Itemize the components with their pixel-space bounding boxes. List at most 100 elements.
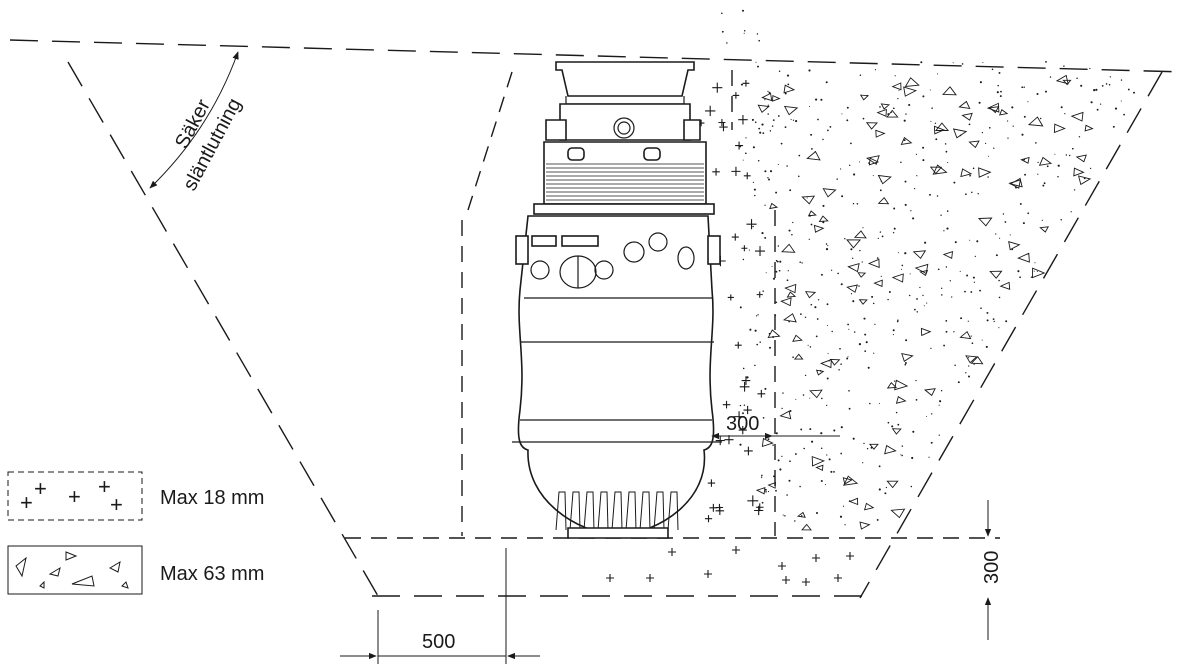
fill-dot <box>772 277 776 280</box>
legend-label-coarse: Max 63 mm <box>160 563 264 585</box>
fill-dot <box>977 193 979 195</box>
fill-dot <box>903 139 906 142</box>
fill-dot <box>869 402 871 405</box>
body-port-2-icon <box>648 232 668 252</box>
fill-dot <box>878 488 881 491</box>
fill-dot <box>930 413 933 415</box>
stone-triangle <box>1053 123 1066 134</box>
fill-dot <box>944 143 947 145</box>
fill-dot <box>839 515 843 518</box>
stone-triangle <box>1055 74 1069 85</box>
fill-dot <box>1022 222 1025 225</box>
fill-dot <box>991 68 994 71</box>
fill-dot <box>979 289 982 292</box>
stone-triangle <box>952 128 968 139</box>
stone-triangle <box>818 215 829 223</box>
fill-dot <box>777 115 780 117</box>
fill-dot <box>970 291 973 293</box>
fill-dot <box>954 241 957 244</box>
fill-dot <box>953 331 955 333</box>
fill-dot <box>802 394 805 396</box>
gravel-plus <box>735 141 744 150</box>
side-clearance-dimension: 300 <box>711 413 840 440</box>
fill-dot <box>811 440 814 443</box>
fill-dot <box>780 142 783 145</box>
stone-triangle <box>886 381 898 389</box>
stone-triangle <box>880 103 891 110</box>
fill-dot <box>799 485 801 488</box>
fill-dot <box>777 245 780 247</box>
fill-dot <box>742 412 744 415</box>
fill-dot <box>825 248 829 251</box>
fill-dot <box>820 432 823 435</box>
fill-dot <box>775 270 778 273</box>
fill-dot <box>868 162 870 164</box>
gravel-plus <box>744 446 753 456</box>
body-handle-right <box>707 235 721 265</box>
stone-triangle <box>977 217 993 227</box>
fill-dot <box>798 175 800 178</box>
fill-dot <box>789 410 792 412</box>
fill-dot <box>965 372 967 374</box>
svg-text:+: + <box>110 492 123 517</box>
fill-dot <box>900 454 902 456</box>
fill-dot <box>1063 65 1065 67</box>
fill-dot <box>930 347 932 350</box>
fill-dot <box>767 104 769 106</box>
fill-dot <box>968 365 970 367</box>
stone-triangle <box>886 480 899 489</box>
stone-triangle <box>924 388 936 397</box>
fill-dot <box>846 106 849 109</box>
stone-triangle <box>757 104 770 114</box>
fill-dot <box>896 320 899 323</box>
stone-triangle <box>919 269 929 277</box>
fill-dot <box>892 232 895 234</box>
gravel-plus <box>742 79 750 87</box>
stone-triangle <box>767 329 781 338</box>
fill-dot <box>841 113 843 115</box>
stone-triangle <box>1017 252 1030 263</box>
fill-dot <box>1120 100 1122 102</box>
fill-dot <box>815 335 818 338</box>
fill-dot <box>742 367 745 370</box>
gravel-plus <box>747 495 759 507</box>
stone-triangle <box>822 188 837 198</box>
tank-foot <box>639 491 651 531</box>
stone-triangle <box>891 273 904 283</box>
fill-dot <box>837 272 839 275</box>
fill-dot <box>804 374 807 377</box>
fill-dot <box>1076 77 1078 79</box>
fill-dot <box>924 241 927 244</box>
stone-triangle <box>782 313 797 323</box>
fill-dot <box>850 248 853 251</box>
fill-dot <box>815 511 819 515</box>
stone-triangle <box>1075 154 1087 163</box>
tank-foot <box>667 491 679 531</box>
fill-dot <box>852 257 854 259</box>
fill-dot <box>767 113 769 115</box>
fill-dot <box>894 75 896 77</box>
fill-dot <box>922 146 925 149</box>
fill-dot <box>972 276 975 279</box>
fill-dot <box>794 453 797 455</box>
fill-dot <box>1030 276 1033 278</box>
fill-dot <box>1065 154 1068 156</box>
fill-dot <box>848 164 851 167</box>
ground-surface-line <box>9 39 1185 73</box>
fill-dot <box>1057 175 1059 178</box>
fill-dot <box>833 429 836 432</box>
stone-triangle <box>772 94 781 102</box>
gravel-plus <box>782 576 790 584</box>
stone-triangle <box>965 355 978 364</box>
stone-triangle <box>804 291 817 299</box>
fill-dot <box>769 170 773 173</box>
fill-dot <box>798 154 801 157</box>
fill-dot <box>815 98 818 101</box>
fill-dot <box>874 323 876 326</box>
fill-dot <box>866 448 869 450</box>
fill-dot <box>979 81 982 84</box>
fill-dot <box>787 270 789 272</box>
fill-dot <box>884 492 887 495</box>
fill-dot <box>852 437 855 440</box>
fill-dot <box>1037 173 1039 175</box>
